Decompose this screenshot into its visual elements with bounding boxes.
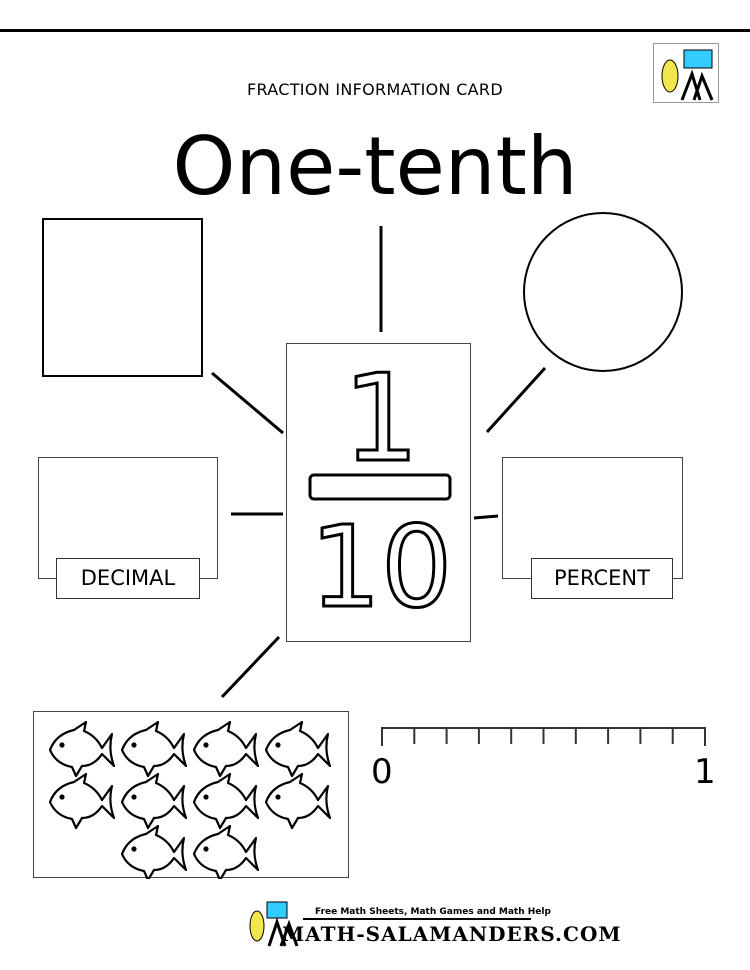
footer-logo <box>245 898 535 948</box>
fraction-graphic: 1 10 <box>308 349 454 635</box>
number-line-end-label: 1 <box>694 752 716 792</box>
connector-line <box>473 514 499 520</box>
numerator: 1 <box>343 350 419 489</box>
square-shape-box <box>42 218 203 377</box>
salamander-logo-icon <box>661 49 714 101</box>
card-subtitle: FRACTION INFORMATION CARD <box>247 80 503 99</box>
connector-line <box>220 635 281 699</box>
fraction-bar <box>308 473 452 501</box>
footer-tagline: Free Math Sheets, Math Games and Math He… <box>315 907 551 917</box>
decimal-label: DECIMAL <box>56 558 200 599</box>
circle-shape-box <box>523 212 683 372</box>
footer-site-name: MATH-SALAMANDERS.COM <box>282 922 622 946</box>
footer-rule <box>303 918 531 920</box>
top-rule <box>0 29 750 32</box>
center-fraction-box: 1 10 <box>286 343 471 642</box>
connector-line <box>211 371 284 435</box>
number-line-start-label: 0 <box>371 752 393 792</box>
header-logo <box>653 43 719 103</box>
fraction-name-title: One-tenth <box>172 120 578 213</box>
fish-set-box <box>33 711 349 879</box>
connector-line <box>485 366 547 434</box>
footer-salamander-icon <box>249 901 299 947</box>
denominator: 10 <box>310 503 453 633</box>
percent-label: PERCENT <box>531 558 673 599</box>
